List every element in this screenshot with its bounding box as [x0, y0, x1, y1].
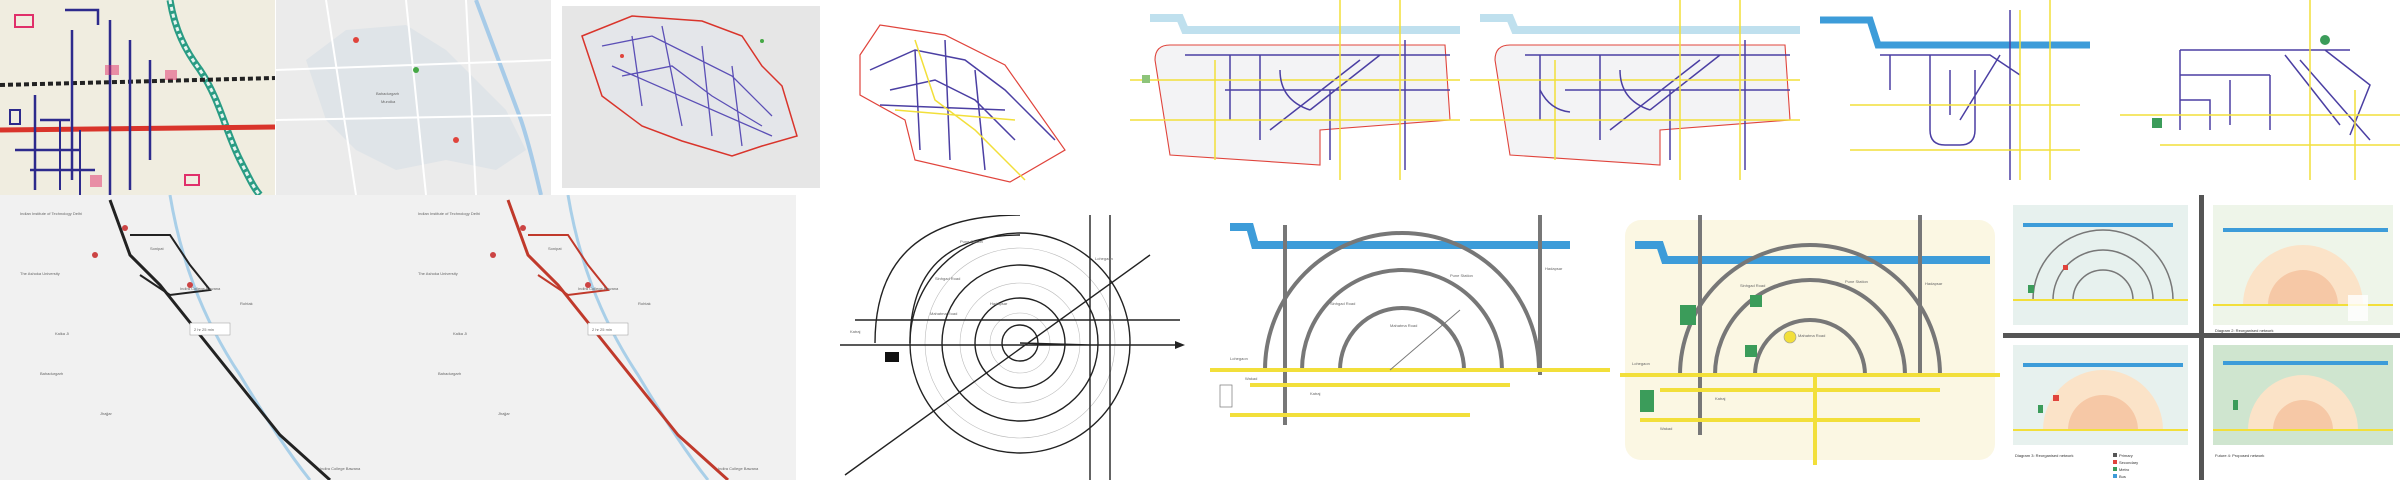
map5-place-6: Jhajjar: [498, 411, 510, 416]
radial-label-4: Hadapsar: [990, 301, 1008, 306]
semicircle-diagram-panel: Pune Station Sinhgad Road Mahatma Road H…: [1210, 215, 1610, 465]
map5-place-3: Sonipat: [548, 246, 562, 251]
radial-label-1: Pune Station: [960, 239, 983, 244]
radial-label-6: Katraj: [850, 329, 861, 334]
semi1-label-2: Sinhgad Road: [1330, 301, 1355, 306]
semi2-label-1: Pune Station: [1845, 279, 1868, 284]
diagram-panel-6: [1470, 0, 1800, 180]
map5-time-badge: 2 hr 25 min: [592, 327, 612, 332]
diagram-drawing-6: [1470, 0, 1800, 180]
diagram-panel-8: [2120, 0, 2400, 180]
semi1-label-4: Hadapsar: [1545, 266, 1563, 271]
diagram-drawing-5: [1130, 0, 1460, 180]
map4-place-7: Rohtak: [240, 301, 253, 306]
legend-2: Secondary: [2119, 460, 2138, 465]
semicircle-drawing: Pune Station Sinhgad Road Mahatma Road H…: [1210, 215, 1610, 425]
map2-place-1: Bahadurgarh: [376, 91, 399, 96]
map4-place-5: Bahadurgarh: [40, 371, 63, 376]
map4-stop-end: Indira College Bawana: [320, 466, 361, 471]
legend-4: Bus: [2119, 474, 2126, 479]
map5-place-4: Kalka Ji: [453, 331, 467, 336]
map5-place-2: The Ashoka University: [418, 271, 458, 276]
semi2-label-4: Hadapsar: [1925, 281, 1943, 286]
map4-place-2: The Ashoka University: [20, 271, 60, 276]
grid-caption-bottom-left: Diagram 3: Reorganised network: [2015, 453, 2073, 458]
map-drawing-5: Indian Institute of Technology Delhi The…: [398, 195, 796, 480]
map4-place-6: Jhajjar: [100, 411, 112, 416]
radial-label-2: Sinhgad Road: [935, 276, 960, 281]
semi1-label-1: Pune Station: [1450, 273, 1473, 278]
map5-stop-start: Indira College Bawana: [578, 286, 619, 291]
map-drawing-2: Bahadurgarh Mundka: [276, 0, 551, 195]
semi2-label-2: Sinhgad Road: [1740, 283, 1765, 288]
map-drawing-3: [562, 6, 820, 188]
map5-place-1: Indian Institute of Technology Delhi: [418, 211, 480, 216]
radial-label-3: Mahatma Road: [930, 311, 957, 316]
map4-stop-start: Indira College Bawana: [180, 286, 221, 291]
semi1-label-3: Mahatma Road: [1390, 323, 1417, 328]
map2-place-2: Mundka: [381, 99, 396, 104]
semi2-label-3: Mahatma Road: [1798, 333, 1825, 338]
semi2-label-7: Wakad: [1660, 426, 1672, 431]
semi1-label-6: Katraj: [1310, 391, 1321, 396]
grid-panel: Diagram 2: Reorganised network Diagram 3…: [2003, 195, 2400, 480]
grid-caption-top-right: Diagram 2: Reorganised network: [2215, 328, 2273, 333]
legend-1: Primary: [2119, 453, 2133, 458]
semicircle-color-drawing: Pune Station Sinhgad Road Mahatma Road H…: [1620, 215, 2000, 465]
diagram-panel-7: [1820, 0, 2090, 180]
semi1-label-7: Wakad: [1245, 376, 1257, 381]
radial-label-5: Lohegaon: [1095, 256, 1113, 261]
radial-diagram-panel: Pune Station Sinhgad Road Mahatma Road H…: [840, 215, 1200, 480]
semi2-label-5: Lohegaon: [1632, 361, 1650, 366]
radial-drawing: Pune Station Sinhgad Road Mahatma Road H…: [840, 215, 1185, 480]
grid-caption-bottom-right: Future 4: Proposed network: [2215, 453, 2264, 458]
map4-place-1: Indian Institute of Technology Delhi: [20, 211, 82, 216]
semi1-label-5: Lohegaon: [1230, 356, 1248, 361]
map-panel-2: Bahadurgarh Mundka: [276, 0, 551, 195]
semicircle-color-panel: Pune Station Sinhgad Road Mahatma Road H…: [1620, 215, 2000, 465]
legend-3: Metro: [2119, 467, 2130, 472]
map4-place-3: Sonipat: [150, 246, 164, 251]
map4-time-badge: 2 hr 25 min: [194, 327, 214, 332]
map5-place-5: Bahadurgarh: [438, 371, 461, 376]
diagram-panel-4: [855, 10, 1075, 190]
diagram-drawing-4: [859, 24, 1066, 183]
diagram-panel-5: [1130, 0, 1460, 180]
diagram-drawing-8: [2120, 0, 2400, 180]
map5-stop-end: Indira College Bawana: [718, 466, 759, 471]
grid-legend: Primary Secondary Metro Bus: [2113, 453, 2138, 479]
map-panel-4: Indian Institute of Technology Delhi The…: [0, 195, 398, 480]
map-panel-3: [562, 6, 820, 188]
diagram-drawing-7: [1820, 0, 2090, 180]
map5-place-7: Rohtak: [638, 301, 651, 306]
sketch-drawing: [0, 0, 275, 195]
map-panel-5: Indian Institute of Technology Delhi The…: [398, 195, 796, 480]
semi2-label-6: Katraj: [1715, 396, 1726, 401]
map-drawing-4: Indian Institute of Technology Delhi The…: [0, 195, 398, 480]
map4-place-4: Kalka Ji: [55, 331, 69, 336]
sketch-panel: [0, 0, 275, 195]
grid-drawing: Diagram 2: Reorganised network Diagram 3…: [2003, 195, 2400, 480]
